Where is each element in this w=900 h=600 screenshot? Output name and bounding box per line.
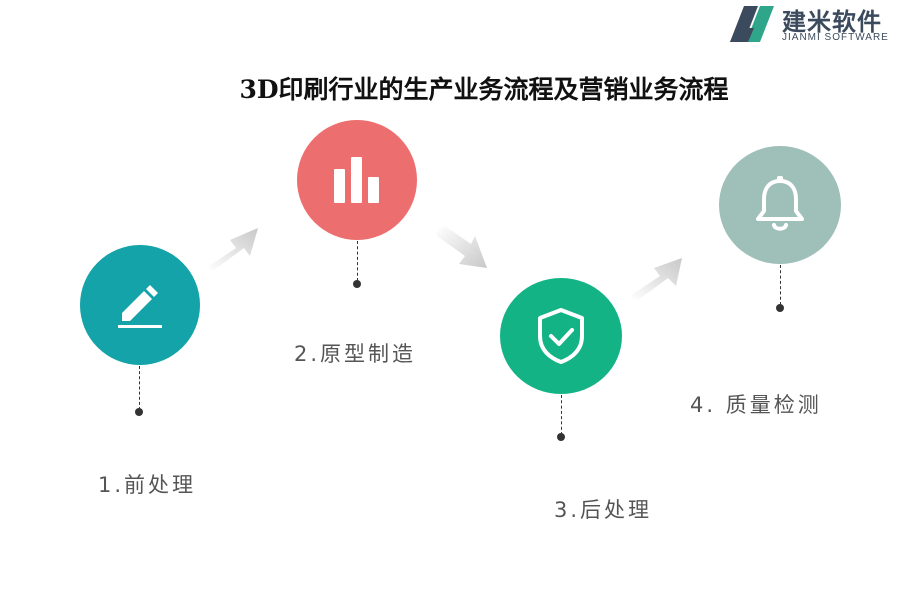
step-3-dot — [557, 433, 565, 441]
logo-name-cn: 建米软件 — [782, 8, 882, 36]
step-4-leader — [780, 265, 781, 305]
arrow-3-to-4-icon — [630, 258, 682, 300]
step-1-dot — [135, 408, 143, 416]
step-4-label: 4. 质量检测 — [690, 393, 822, 417]
step-3-leader — [561, 395, 562, 435]
jianmi-logo-icon — [730, 6, 774, 42]
arrow-1-to-2-icon — [206, 228, 258, 270]
step-1-label: 1.前处理 — [98, 473, 197, 497]
step-1-circle — [80, 245, 200, 365]
logo-name-en: JIANMI SOFTWARE — [782, 32, 889, 43]
page-title: 3D印刷行业的生产业务流程及营销业务流程 — [239, 75, 729, 104]
shield-check-icon — [538, 308, 584, 364]
step-3-label: 3.后处理 — [554, 498, 653, 522]
arrow-2-to-3-icon — [437, 226, 487, 268]
step-4-circle — [719, 146, 841, 264]
step-1-leader — [139, 366, 140, 410]
step-2-label: 2.原型制造 — [294, 342, 417, 366]
step-2-dot — [353, 280, 361, 288]
step-3-circle — [500, 278, 622, 394]
bar-chart-icon — [334, 157, 379, 203]
brand-logo: 建米软件 JIANMI SOFTWARE — [724, 2, 900, 46]
pencil-icon — [118, 285, 162, 328]
bell-icon — [756, 176, 804, 231]
step-2-circle — [297, 120, 417, 240]
step-2-leader — [357, 241, 358, 281]
step-4-dot — [776, 304, 784, 312]
